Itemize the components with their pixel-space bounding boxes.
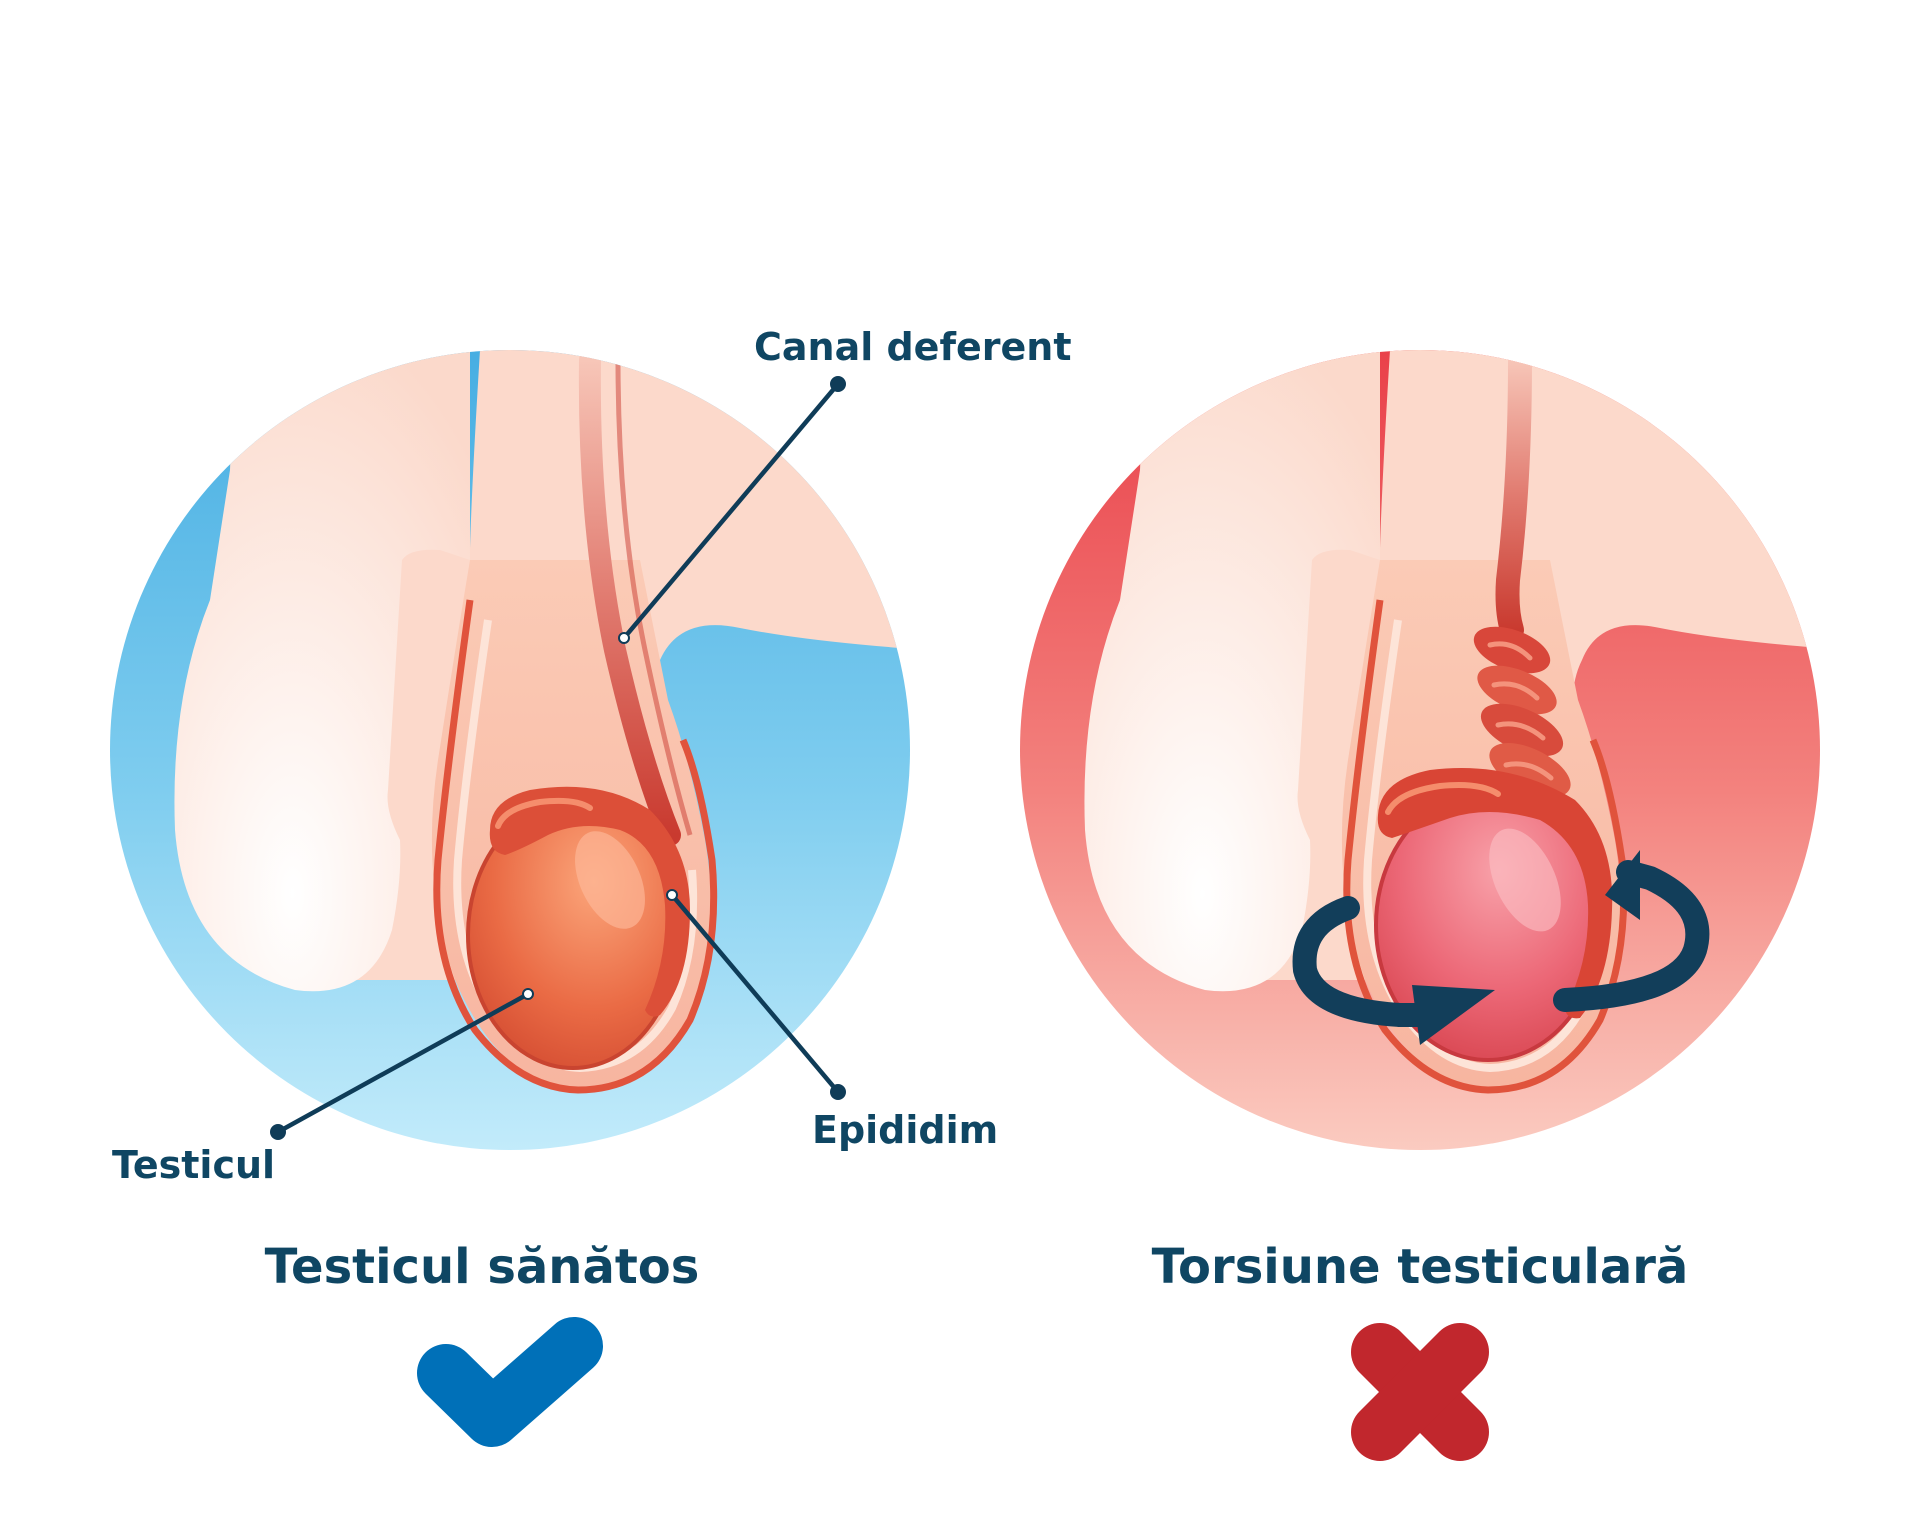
torsion-caption: Torsiune testiculară <box>1152 1239 1689 1295</box>
label-epididim: Epididim <box>812 1108 998 1152</box>
healthy-panel: Canal deferent Epididim Testicul Testicu… <box>100 325 1072 1418</box>
healthy-caption: Testicul sănătos <box>265 1239 700 1295</box>
torsion-panel: Torsiune testiculară <box>1010 340 1830 1432</box>
label-testicul: Testicul <box>112 1143 275 1187</box>
healthy-circle <box>100 340 920 1160</box>
label-canal-deferent: Canal deferent <box>754 325 1072 369</box>
check-icon <box>446 1346 574 1418</box>
cross-icon <box>1380 1352 1460 1432</box>
